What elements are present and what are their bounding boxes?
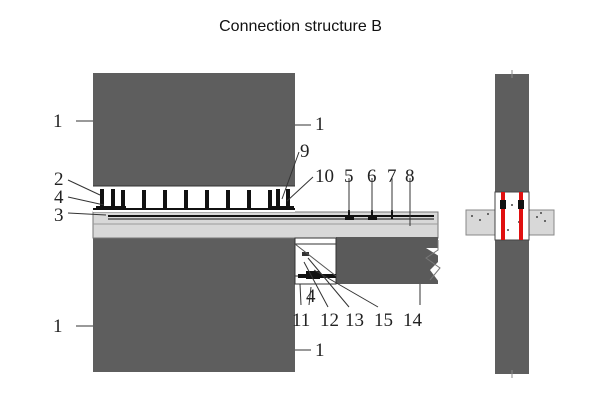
label-5: 5 [344,166,354,187]
vertical-connectors [100,189,290,208]
label-7: 7 [387,166,397,187]
diagram-title: Connection structure B [219,18,382,35]
label-13: 13 [345,310,364,331]
label-4-top: 4 [54,187,64,208]
label-8: 8 [405,166,415,187]
label-1-upper-right: 1 [315,114,325,135]
side-red-connectors [500,192,524,240]
label-1-lower-right: 1 [315,340,325,361]
label-9: 9 [300,141,310,162]
leader-lines [67,120,421,351]
beam [336,237,438,284]
label-6: 6 [367,166,377,187]
label-1-upper-left: 1 [53,111,63,132]
label-15: 15 [374,310,393,331]
label-2: 2 [54,169,64,190]
label-1-lower-left: 1 [53,316,63,337]
label-3: 3 [54,205,64,226]
lower-wall [93,236,295,372]
label-4-mid: 4 [306,286,316,307]
label-10: 10 [315,166,334,187]
label-11: 11 [292,310,310,331]
label-12: 12 [320,310,339,331]
label-14: 14 [403,310,423,331]
connection-band [93,186,295,212]
